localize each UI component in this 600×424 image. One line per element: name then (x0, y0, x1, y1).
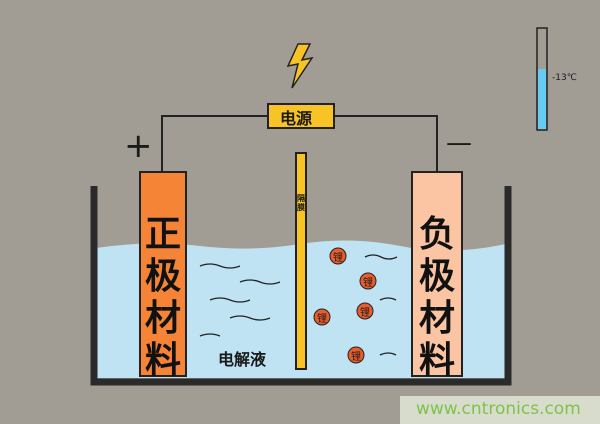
negative-electrode (411, 171, 463, 377)
lithium-ion (347, 346, 365, 364)
lightning-bolt-icon (286, 43, 314, 89)
separator (295, 152, 307, 370)
thermometer-reading: -13℃ (552, 73, 577, 83)
lithium-ion (356, 302, 374, 320)
lithium-ion-label: 锂 (317, 314, 327, 325)
lithium-ion (313, 308, 331, 326)
watermark: www.cntronics.com (416, 399, 581, 419)
wave-lines (199, 254, 398, 356)
separator-label: 隔膜 (297, 194, 305, 212)
power-source-box (267, 103, 335, 129)
lithium-ion (359, 272, 377, 290)
positive-electrode-label: 正极材料 (144, 214, 181, 381)
lithium-ion (329, 247, 347, 265)
container (90, 186, 512, 386)
electrolyte-label: 电解液 (218, 350, 267, 369)
watermark-background (400, 396, 600, 424)
positive-terminal: + (124, 126, 153, 166)
thermometer-fill (538, 69, 546, 129)
negative-electrode-label: 负极材料 (418, 214, 455, 381)
lithium-ion-label: 锂 (360, 308, 370, 319)
ion-group (313, 247, 377, 364)
lithium-ion-label: 锂 (363, 278, 373, 289)
positive-electrode (139, 171, 187, 377)
negative-terminal: — (446, 128, 472, 158)
wire-positive (161, 115, 268, 172)
power-source-label: 电源 (280, 109, 313, 128)
wire-negative (334, 115, 438, 172)
lithium-ion-label: 锂 (333, 253, 343, 264)
lithium-ion-label: 锂 (351, 352, 361, 363)
